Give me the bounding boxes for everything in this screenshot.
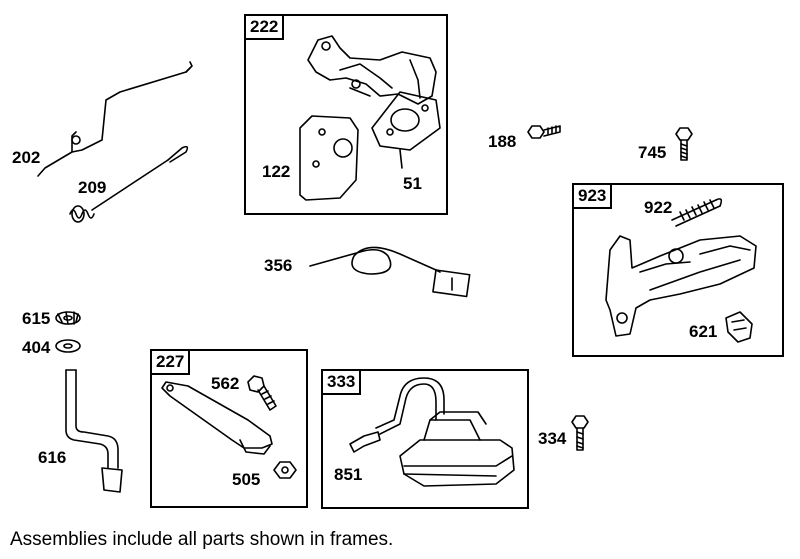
spring-922-drawing — [671, 198, 723, 227]
part-label-122: 122 — [262, 162, 291, 181]
screw-562-drawing — [247, 375, 277, 411]
part-label-851: 851 — [334, 465, 363, 484]
clip-621-drawing — [725, 311, 753, 343]
part-label-922: 922 — [644, 198, 673, 217]
assembly-tag-333: 333 — [321, 369, 362, 395]
part-label-51: 51 — [403, 174, 422, 193]
assembly-frame-923: 923 — [572, 183, 784, 357]
assembly-tag-222: 222 — [244, 14, 285, 40]
caption-text: Assemblies include all parts shown in fr… — [10, 529, 394, 550]
part-label-334: 334 — [538, 429, 567, 448]
part-label-505: 505 — [232, 470, 261, 489]
assembly-frame-333: 333 — [321, 369, 529, 509]
part-label-356: 356 — [264, 256, 293, 275]
nut-505-drawing — [273, 461, 297, 479]
nut-615-drawing — [55, 311, 81, 325]
assembly-tag-227: 227 — [150, 349, 191, 375]
gasket-122-drawing — [299, 115, 359, 201]
assembly-tag-923: 923 — [572, 183, 613, 209]
bracket-222-drawing — [307, 35, 437, 105]
screw-188-drawing — [527, 125, 561, 139]
gasket-51-drawing — [371, 91, 441, 169]
part-label-404: 404 — [22, 338, 51, 357]
part-label-616: 616 — [38, 448, 67, 467]
armature-333-drawing — [349, 377, 515, 487]
part-label-621: 621 — [689, 322, 718, 341]
part-label-202: 202 — [12, 148, 41, 167]
part-label-745: 745 — [638, 143, 667, 162]
part-label-188: 188 — [488, 132, 517, 151]
shaft-616-drawing — [65, 369, 123, 493]
part-label-209: 209 — [78, 178, 107, 197]
wire-356-drawing — [309, 246, 471, 298]
screw-745-drawing — [675, 127, 693, 161]
spring-209-drawing — [69, 145, 189, 223]
screw-334-drawing — [571, 415, 589, 451]
part-label-615: 615 — [22, 309, 51, 328]
lever-227-drawing — [161, 381, 273, 455]
washer-404-drawing — [55, 339, 81, 353]
rod-202-drawing — [37, 61, 193, 177]
part-label-562: 562 — [211, 374, 240, 393]
assembly-frame-222: 222 — [244, 14, 448, 215]
bracket-923-drawing — [605, 235, 757, 337]
assembly-frame-227: 227 — [150, 349, 308, 508]
